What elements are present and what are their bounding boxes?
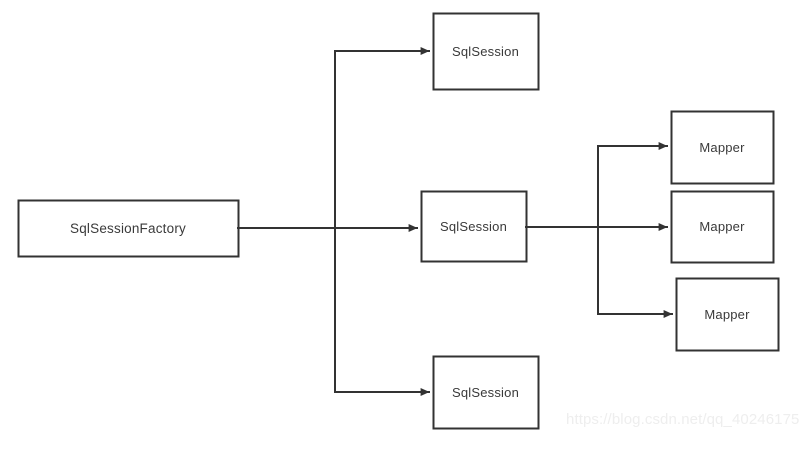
node-rect-mapper-3[interactable] — [675, 277, 780, 352]
watermark-text: https://blog.csdn.net/qq_40246175 — [566, 411, 800, 428]
node-rect-session-2[interactable] — [420, 190, 528, 263]
edge-group-session — [525, 142, 673, 318]
edge-group-factory — [237, 47, 430, 396]
node-rect-session-3[interactable] — [432, 355, 540, 430]
node-rect-mapper-2[interactable] — [670, 190, 775, 264]
node-rect-factory[interactable] — [17, 199, 240, 258]
node-rect-session-1[interactable] — [432, 12, 540, 91]
node-rect-mapper-1[interactable] — [670, 110, 775, 185]
node-rects — [17, 12, 780, 430]
